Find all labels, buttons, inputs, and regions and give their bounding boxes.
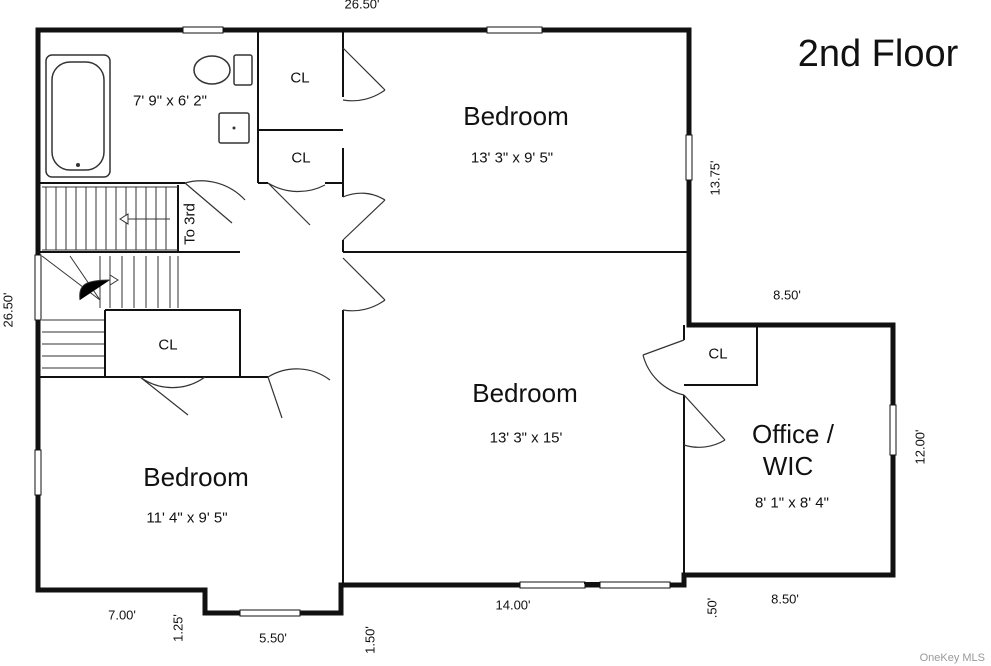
closet-label: CL (158, 336, 178, 354)
dimension-office-bottom: 8.50' (771, 591, 799, 607)
watermark: OneKey MLS (919, 652, 985, 664)
bedroom-top-dimensions: 13' 3" x 9' 5" (470, 149, 554, 167)
interior-walls (38, 30, 758, 585)
closet-label: CL (708, 345, 728, 363)
dimension-notch-width: 5.50' (259, 630, 287, 646)
bath-dimensions: 7' 9" x 6' 2" (133, 92, 207, 110)
bedroom-left-dimensions: 11' 4" x 9' 5" (146, 509, 228, 527)
windows (34, 26, 897, 617)
office-dimensions: 8' 1" x 8' 4" (755, 494, 829, 512)
office-name-line2: WIC (762, 451, 814, 481)
floor-title: 2nd Floor (797, 33, 959, 75)
bedroom-left-name: Bedroom (143, 462, 249, 492)
dimension-left: 26.50' (0, 292, 16, 328)
dimension-bottom-left: 7.00' (108, 607, 136, 623)
bathroom-fixtures (45, 54, 253, 178)
exterior-walls (35, 27, 896, 616)
sink (218, 112, 250, 144)
staircase (41, 186, 179, 369)
dimension-notch-left: 1.25' (170, 614, 186, 642)
dimension-office-top: 8.50' (773, 287, 801, 303)
closet-label: CL (291, 149, 311, 167)
dimension-bottom-middle: 14.00' (495, 597, 531, 613)
bedroom-middle-dimensions: 13' 3" x 15' (489, 429, 563, 447)
toilet (193, 54, 253, 86)
door-swings (139, 47, 726, 448)
dimension-right-upper: 13.75' (707, 160, 723, 196)
bedroom-middle-name: Bedroom (472, 378, 578, 408)
dimension-office-notch: .50' (704, 597, 720, 619)
office-name-line1: Office / (752, 419, 834, 449)
dimension-top: 26.50' (344, 0, 380, 12)
bedroom-top-name: Bedroom (463, 101, 569, 131)
dimension-notch-right: 1.50' (362, 626, 378, 654)
dimension-office-right: 12.00' (912, 429, 928, 465)
closet-label: CL (290, 69, 310, 87)
stairs-label: To 3rd (181, 203, 199, 245)
